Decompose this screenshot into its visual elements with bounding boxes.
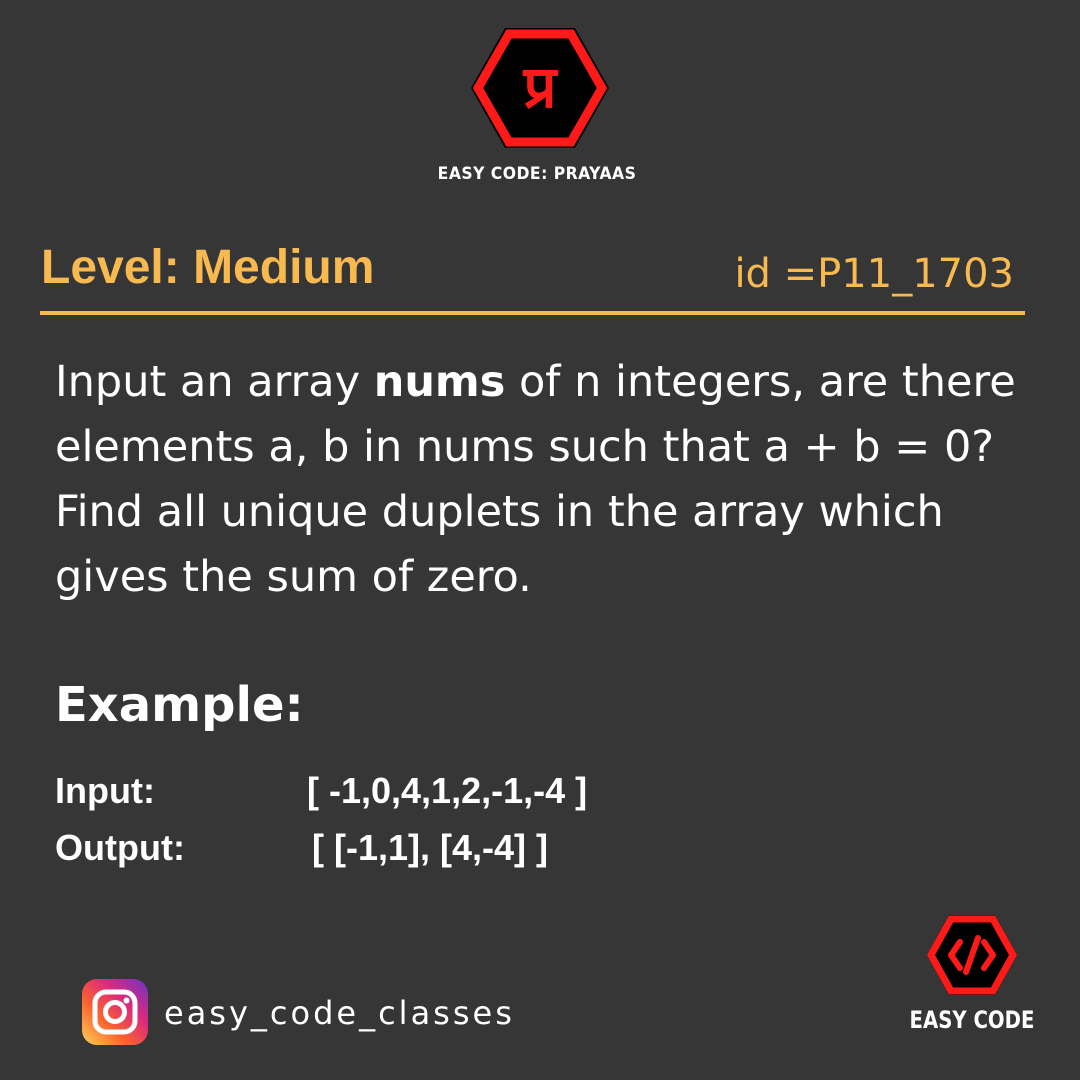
easy-code-logo-text: EASY CODE <box>909 1006 1035 1034</box>
instagram-handle[interactable]: easy_code_classes <box>164 994 515 1032</box>
description-text: of n integers, are there <box>505 357 1016 407</box>
input-label: Input: <box>55 770 155 811</box>
description-line-2: elements a, b in nums such that a + b = … <box>55 422 995 472</box>
output-value: [ [-1,1], [4,-4] ] <box>312 827 549 868</box>
prayaas-logo-text: EASY CODE: PRAYAAS <box>437 164 637 184</box>
output-label: Output: <box>55 827 185 868</box>
prayaas-logo-icon: प्र <box>471 28 609 148</box>
description-line-1: Input an array nums of n integers, are t… <box>55 350 1035 415</box>
easy-code-logo <box>924 912 1020 998</box>
prayaas-logo-glyph: प्र <box>522 53 558 121</box>
prayaas-logo: प्र <box>469 24 611 152</box>
easy-code-logo-icon <box>926 915 1018 995</box>
description-keyword: nums <box>373 357 506 407</box>
input-value: [ -1,0,4,1,2,-1,-4 ] <box>307 770 588 811</box>
description-line-4: gives the sum of zero. <box>55 552 532 602</box>
difficulty-level: Level: Medium <box>41 241 375 294</box>
header-divider <box>40 311 1025 315</box>
description-line-3: Find all unique duplets in the array whi… <box>55 487 944 537</box>
problem-description: Input an array nums of n integers, are t… <box>55 350 1035 610</box>
instagram-icon[interactable] <box>82 979 148 1045</box>
example-title: Example: <box>55 677 304 733</box>
problem-id: id =P11_1703 <box>734 251 1014 297</box>
description-text: Input an array <box>55 357 374 407</box>
